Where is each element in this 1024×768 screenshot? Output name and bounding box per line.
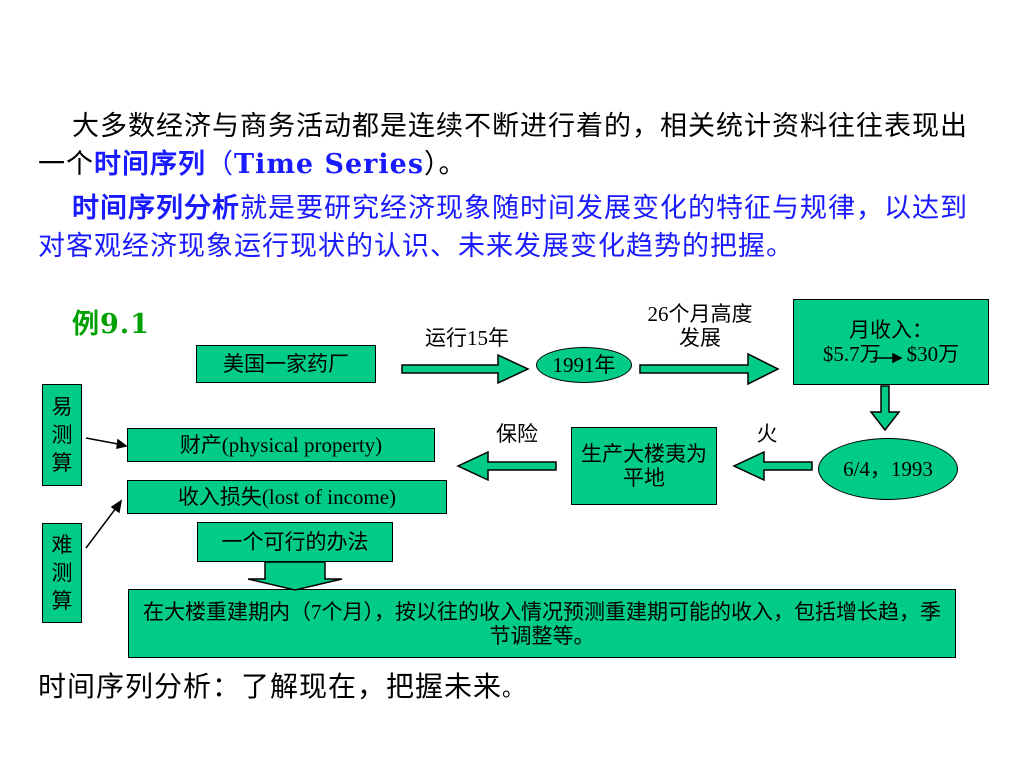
connector-hard-head <box>110 499 123 514</box>
conclusion-end: 。 <box>502 677 526 702</box>
income-loss-box: 收入损失(lost of income) <box>127 480 447 514</box>
connector-easy-to-property <box>85 437 119 445</box>
income-from: $5.7万 <box>822 342 881 366</box>
paren-open: （ <box>206 149 234 180</box>
arrow-feasible-to-method <box>247 561 343 591</box>
example-number: 9.1 <box>100 309 150 340</box>
intro-paragraph: 大多数经济与商务活动都是连续不断进行着的，相关统计资料往往表现出一个时间序列（T… <box>38 108 968 184</box>
arrow-company-to-1991 <box>401 353 530 385</box>
physical-property-box: 财产(physical property) <box>127 428 435 462</box>
definition-paragraph: 时间序列分析就是要研究经济现象随时间发展变化的特征与规律，以达到对客观经济现象运… <box>38 190 968 266</box>
term-time-series-analysis: 时间序列分析 <box>72 193 240 224</box>
definition-text: 就是要研究经济现象随时间发展变化的特征与规律，以达到对客观经济现象运行现状的认识… <box>38 193 968 262</box>
term-time-series-en: Time Series <box>234 149 425 180</box>
connector-easy-head <box>116 438 128 449</box>
hard-to-estimate-box: 难测算 <box>42 523 82 623</box>
run-duration-label: 运行15年 <box>425 326 509 350</box>
insurance-label: 保险 <box>496 422 538 446</box>
intro-text: 大多数经济与商务活动都是连续不断进行着的，相关统计资料往往表现出一个 <box>38 111 968 180</box>
fire-label: 火 <box>756 422 778 446</box>
company-box: 美国一家药厂 <box>196 345 376 383</box>
term-time-series: 时间序列 <box>94 149 206 180</box>
year-1991-oval: 1991年 <box>536 347 632 383</box>
example-label: 例9.1 <box>72 306 192 344</box>
income-arrow-head <box>892 352 903 364</box>
connector-hard-to-income <box>85 507 117 549</box>
income-to: $30万 <box>906 342 960 366</box>
conclusion-text: 时间序列分析：了解现在，把握未来 <box>38 670 503 703</box>
conclusion: 时间序列分析：了解现在，把握未来。 <box>38 668 968 709</box>
growth-label: 26个月高度发展 <box>647 302 753 350</box>
arrow-building-to-property <box>456 450 557 482</box>
monthly-income-box: 月收入： $5.7万 $30万 <box>793 299 989 385</box>
fire-date-oval: 6/4，1993 <box>818 438 958 500</box>
example-prefix: 例 <box>72 309 100 340</box>
income-change: $5.7万 $30万 <box>823 342 959 366</box>
income-title: 月收入： <box>849 318 933 342</box>
building-destroyed-box: 生产大楼夷为平地 <box>571 427 717 505</box>
feasible-method-box: 一个可行的办法 <box>197 522 393 562</box>
arrow-income-to-date <box>869 385 901 432</box>
easy-to-estimate-box: 易测算 <box>42 384 82 486</box>
arrow-date-to-building <box>732 450 813 482</box>
paren-close: ）。 <box>424 149 467 180</box>
forecast-method-box: 在大楼重建期内（7个月），按以往的收入情况预测重建期可能的收入，包括增长趋，季节… <box>128 589 956 658</box>
arrow-1991-to-income <box>639 352 780 386</box>
